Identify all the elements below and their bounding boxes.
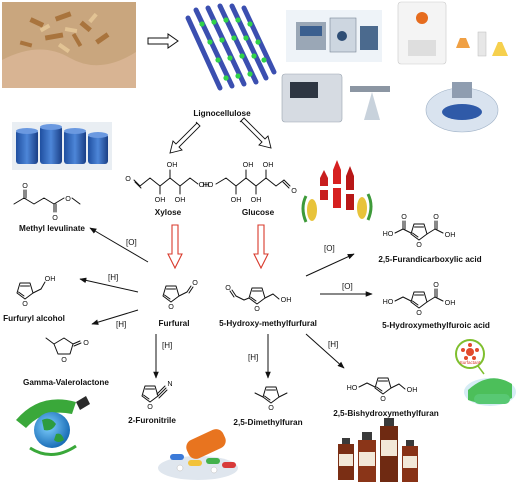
svg-text:HO: HO bbox=[383, 229, 394, 238]
furonitrile-label: 2-Furonitrile bbox=[128, 416, 176, 425]
svg-text:O: O bbox=[416, 240, 422, 249]
hmfa-structure: HO O O OH bbox=[383, 280, 456, 317]
svg-text:HO: HO bbox=[347, 383, 358, 392]
svg-text:OH: OH bbox=[281, 295, 292, 304]
svg-text:O: O bbox=[401, 212, 407, 221]
svg-text:OH: OH bbox=[263, 160, 274, 169]
gvl-structure: O O bbox=[46, 338, 89, 364]
hmf-to-fdca-arrow bbox=[306, 254, 354, 276]
condition-o-hmfa: [O] bbox=[342, 282, 353, 291]
lignocellulose-to-xylose-arrow bbox=[170, 122, 200, 153]
svg-text:O: O bbox=[52, 213, 58, 222]
svg-text:O: O bbox=[61, 355, 67, 364]
xylose-label: Xylose bbox=[155, 208, 182, 217]
fdca-structure: HO O O O OH bbox=[383, 212, 456, 249]
wood-chips-in-hand-photo bbox=[2, 2, 136, 88]
chemical-bottles-icon bbox=[338, 418, 418, 482]
svg-text:OH: OH bbox=[231, 195, 242, 204]
xylose-to-furfural-arrow bbox=[168, 225, 182, 268]
svg-text:O: O bbox=[254, 304, 260, 313]
dmf-label: 2,5-Dimethylfuran bbox=[233, 418, 302, 427]
condition-o-methyl-levulinate: [O] bbox=[126, 238, 137, 247]
fdca-label: 2,5-Furandicarboxylic acid bbox=[378, 255, 481, 264]
furfural-label: Furfural bbox=[159, 319, 190, 328]
svg-text:OH: OH bbox=[445, 230, 456, 239]
svg-text:O: O bbox=[291, 186, 297, 195]
biomass-to-fiber-arrow bbox=[148, 34, 178, 48]
svg-text:OH: OH bbox=[175, 195, 186, 204]
svg-text:OH: OH bbox=[407, 385, 418, 394]
svg-text:O: O bbox=[125, 174, 131, 183]
svg-text:O: O bbox=[65, 194, 71, 203]
furfural-to-methyl-levulinate-arrow bbox=[90, 228, 148, 262]
svg-text:O: O bbox=[380, 394, 386, 403]
svg-text:OH: OH bbox=[45, 274, 56, 283]
svg-text:O: O bbox=[268, 403, 274, 412]
condition-h-dmf: [H] bbox=[248, 353, 258, 362]
condition-h-furonitrile: [H] bbox=[162, 341, 172, 350]
svg-text:O: O bbox=[168, 302, 174, 311]
svg-text:OH: OH bbox=[251, 195, 262, 204]
surfactant-text: Surfactant bbox=[460, 360, 481, 365]
svg-text:OH: OH bbox=[445, 298, 456, 307]
svg-text:N: N bbox=[167, 379, 172, 388]
green-earth-fuel-nozzle-icon bbox=[16, 396, 90, 455]
blue-barrels-icon bbox=[12, 122, 112, 170]
hmf-structure: O O OH bbox=[225, 283, 291, 313]
svg-text:O: O bbox=[22, 181, 28, 190]
svg-text:OH: OH bbox=[243, 160, 254, 169]
lignocellulose-label: Lignocellulose bbox=[193, 109, 251, 118]
glucose-structure: HO OH OH OH OH O bbox=[203, 160, 298, 204]
methyl-levulinate-structure: O O O bbox=[14, 181, 80, 222]
soda-bottles-and-corn-icon bbox=[303, 160, 371, 222]
xylose-structure: O OH OH OH OH bbox=[125, 160, 209, 204]
condition-h-bhmf: [H] bbox=[328, 340, 338, 349]
hmf-label: 5-Hydroxy-methylfurfural bbox=[219, 319, 317, 328]
medicine-pills-icon bbox=[158, 426, 238, 480]
svg-text:HO: HO bbox=[203, 180, 214, 189]
condition-h-furfuryl-alcohol: [H] bbox=[108, 273, 118, 282]
svg-text:OH: OH bbox=[167, 160, 178, 169]
bhmf-structure: HO O OH bbox=[347, 378, 418, 403]
furfural-to-gvl-arrow bbox=[92, 310, 138, 324]
hmfa-label: 5-Hydroxymethylfuroic acid bbox=[382, 321, 490, 330]
cellulose-fiber-bundle-icon bbox=[188, 6, 274, 88]
surfactant-icon: Surfactant bbox=[456, 340, 516, 406]
furfural-structure: O O bbox=[163, 278, 198, 311]
hmf-to-bhmf-arrow bbox=[306, 334, 344, 368]
glucose-to-hmf-arrow bbox=[254, 225, 268, 268]
svg-text:O: O bbox=[433, 212, 439, 221]
dmf-structure: O bbox=[255, 387, 287, 412]
condition-o-fdca: [O] bbox=[324, 244, 335, 253]
gvl-label: Gamma-Valerolactone bbox=[23, 378, 109, 387]
svg-text:O: O bbox=[225, 283, 231, 292]
furfuryl-alcohol-structure: O OH bbox=[17, 274, 55, 308]
svg-text:O: O bbox=[433, 280, 439, 289]
bhmf-label: 2,5-Bishydroxymethylfuran bbox=[333, 409, 439, 418]
svg-text:O: O bbox=[192, 278, 198, 287]
svg-text:HO: HO bbox=[383, 297, 394, 306]
condition-h-gvl: [H] bbox=[116, 320, 126, 329]
furfuryl-alcohol-label: Furfuryl alcohol bbox=[3, 314, 65, 323]
furonitrile-structure: O N bbox=[142, 379, 173, 411]
lignocellulose-to-glucose-arrow bbox=[240, 118, 271, 148]
glucose-label: Glucose bbox=[242, 208, 275, 217]
svg-text:O: O bbox=[83, 338, 89, 347]
svg-text:O: O bbox=[22, 299, 28, 308]
svg-text:O: O bbox=[416, 308, 422, 317]
svg-text:O: O bbox=[147, 402, 153, 411]
lab-instruments-icon bbox=[282, 2, 508, 132]
svg-text:OH: OH bbox=[155, 195, 166, 204]
methyl-levulinate-label: Methyl levulinate bbox=[19, 224, 85, 233]
